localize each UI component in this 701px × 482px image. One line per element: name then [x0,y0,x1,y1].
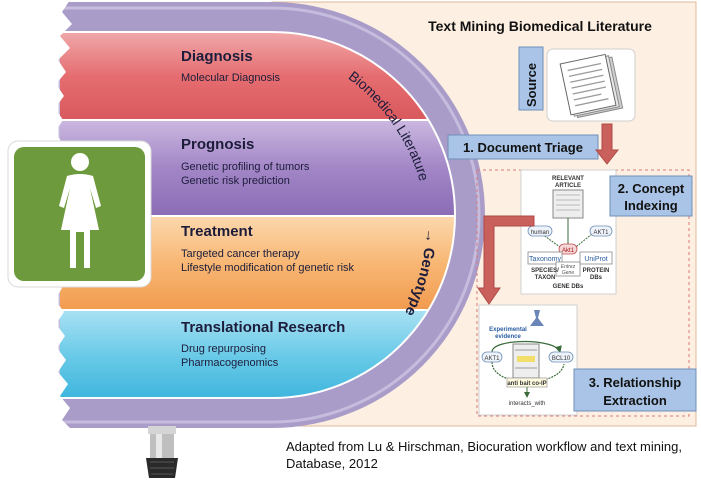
prognosis-heading: Prognosis [181,136,254,153]
indexing-node-akt1-center: Akt1 [562,248,575,254]
diagnosis-section: Diagnosis Molecular Diagnosis [181,48,281,84]
caption-line-2: Database, 2012 [286,456,378,471]
translational-heading: Translational Research [181,319,345,336]
source-box [518,46,544,111]
indexing-gene-dbs: GENE DBs [553,284,584,290]
indexing-entrez-2: Gene [562,270,574,276]
processing-container [476,169,690,417]
step-2-label-1: 2. Concept [618,181,685,196]
workflow-title: Text Mining Biomedical Literature [428,18,652,34]
caption-line-1: Adapted from Lu & Hirschman, Biocuration… [286,439,682,454]
step-3-label-2: Extraction [603,393,667,408]
relationship-relation: interacts_with [509,401,546,407]
relationship-method: anti bait co-IP [507,381,546,387]
microscope-drill-icon [146,426,178,478]
step-1-label: 1. Document Triage [463,140,583,155]
relationship-evidence-2: evidence [495,334,521,340]
treatment-line-2: Lifestyle modification of genetic risk [181,262,355,274]
relationship-extraction-figure: Experimental evidence AKT1 BCL10 anti ba… [478,304,578,416]
indexing-header-2: ARTICLE [555,183,581,189]
indexing-header-1: RELEVANT [552,176,584,182]
relationship-node-bcl10: BCL10 [552,356,571,362]
indexing-uniprot: UniProt [584,256,607,263]
step-concept-indexing [609,175,693,217]
relationship-evidence-1: Experimental [489,327,527,333]
step-2-label-2: Indexing [624,198,678,213]
concept-indexing-figure: RELEVANT ARTICLE human AKT1 Akt1 Taxonom… [520,169,617,295]
step-3-label-1: 3. Relationship [589,375,682,390]
step-relationship-extraction [573,368,697,412]
diagnosis-line-1: Molecular Diagnosis [181,72,281,84]
treatment-heading: Treatment [181,223,253,240]
treatment-line-1: Targeted cancer therapy [181,248,300,260]
source-caption: Adapted from Lu & Hirschman, Biocuration… [286,438,696,472]
indexing-node-akt1: AKT1 [593,230,609,236]
triage-arrow [594,123,620,165]
literature-arc-highlight [58,6,481,424]
translational-section: Translational Research Drug repurposing … [181,319,345,369]
step-document-triage [447,134,599,160]
indexing-to-extraction-arrow [477,215,535,305]
indexing-protein-1: PROTEIN [583,268,610,274]
indexing-entrez-1: Entrez [561,264,576,270]
stacked-documents-icon [546,48,636,122]
prognosis-section: Prognosis Genetic profiling of tumors Ge… [181,136,310,187]
indexing-species-1: SPECIES/ [531,268,559,274]
female-person-icon [59,153,101,268]
diagnosis-heading: Diagnosis [181,48,253,65]
relationship-node-akt1: AKT1 [484,356,500,362]
indexing-node-human: human [531,230,549,236]
indexing-taxonomy: Taxonomy [529,256,561,263]
indexing-species-2: TAXON [535,275,556,281]
prognosis-line-2: Genetic risk prediction [181,175,290,187]
prognosis-line-1: Genetic profiling of tumors [181,161,310,173]
indexing-protein-2: DBs [590,275,603,281]
person-tile [7,140,152,288]
translational-line-1: Drug repurposing [181,343,266,355]
source-label: Source [524,63,539,107]
treatment-section: Treatment Targeted cancer therapy Lifest… [181,223,355,274]
translational-line-2: Pharmacogenomics [181,357,279,369]
